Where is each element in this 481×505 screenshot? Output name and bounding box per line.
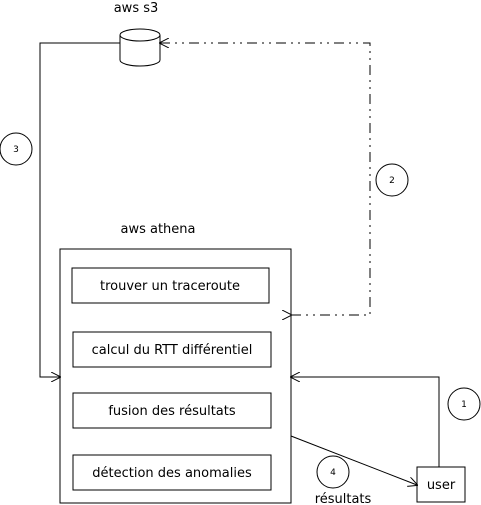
step-box-rtt [72,331,272,368]
step-label-rtt: calcul du RTT différentiel [92,343,253,358]
step-marker-2: 2 [375,163,409,197]
step-label-traceroute: trouver un traceroute [100,279,240,294]
step-marker-4: 4 [316,455,350,489]
svg-text:4: 4 [330,468,336,478]
svg-text:2: 2 [389,176,395,186]
step-box-anomalies [72,454,272,491]
step-box-fusion [72,392,272,429]
results-label: résultats [315,492,372,505]
step-marker-1: 1 [447,387,481,421]
step-label-fusion: fusion des résultats [108,404,236,419]
s3-cylinder-icon [119,28,161,67]
edge-user-to-athena [291,377,440,467]
step-marker-3: 3 [0,132,33,166]
step-label-anomalies: détection des anomalies [92,466,252,481]
edge-s3-to-athena [39,42,120,377]
edge-athena-to-user [290,435,417,485]
svg-text:3: 3 [13,145,19,155]
s3-label: aws s3 [114,1,159,16]
athena-label: aws athena [120,222,195,237]
user-label: user [427,478,456,493]
svg-text:1: 1 [461,400,467,410]
